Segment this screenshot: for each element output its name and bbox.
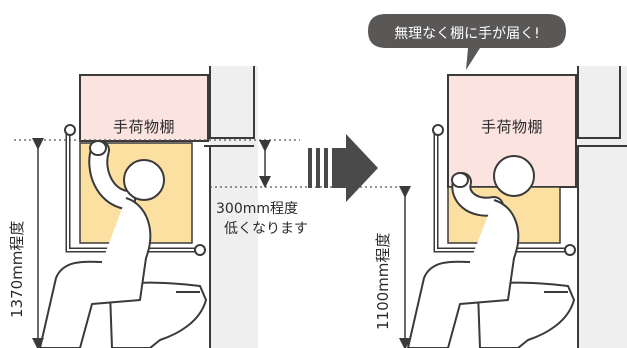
speech-bubble	[368, 14, 566, 70]
left-shelf-label: 手荷物棚	[112, 118, 175, 136]
transition-arrow	[308, 134, 378, 202]
left-wall-outline	[209, 66, 255, 139]
left-person-hand	[89, 140, 107, 156]
right-rail-mount-top	[432, 124, 444, 136]
right-height-label: 1100mm程度	[374, 232, 392, 330]
left-shelf	[79, 74, 209, 142]
left-rail-mount-top	[64, 124, 76, 136]
left-wall	[210, 66, 258, 348]
reduction-line2: 低くなります	[224, 221, 308, 237]
right-grab-rail-inner	[435, 132, 567, 251]
right-wall	[578, 66, 627, 348]
right-scene	[368, 14, 627, 348]
right-wall-outline	[577, 66, 621, 139]
left-height-label: 1370mm程度	[8, 220, 26, 318]
left-grab-rail-inner	[67, 132, 197, 251]
left-person	[39, 140, 165, 348]
right-person	[407, 155, 535, 348]
right-person-hand	[451, 172, 469, 188]
left-scene	[39, 66, 258, 348]
right-shelf-label: 手荷物棚	[480, 118, 543, 136]
left-rail-mount-right	[194, 244, 206, 256]
speech-bubble-text: 無理なく棚に手が届く!	[394, 26, 540, 42]
right-person-head	[493, 155, 535, 197]
left-person-head	[123, 159, 165, 201]
right-rail-mount-right	[564, 244, 576, 256]
reduction-line1: 300mm程度	[216, 201, 298, 217]
